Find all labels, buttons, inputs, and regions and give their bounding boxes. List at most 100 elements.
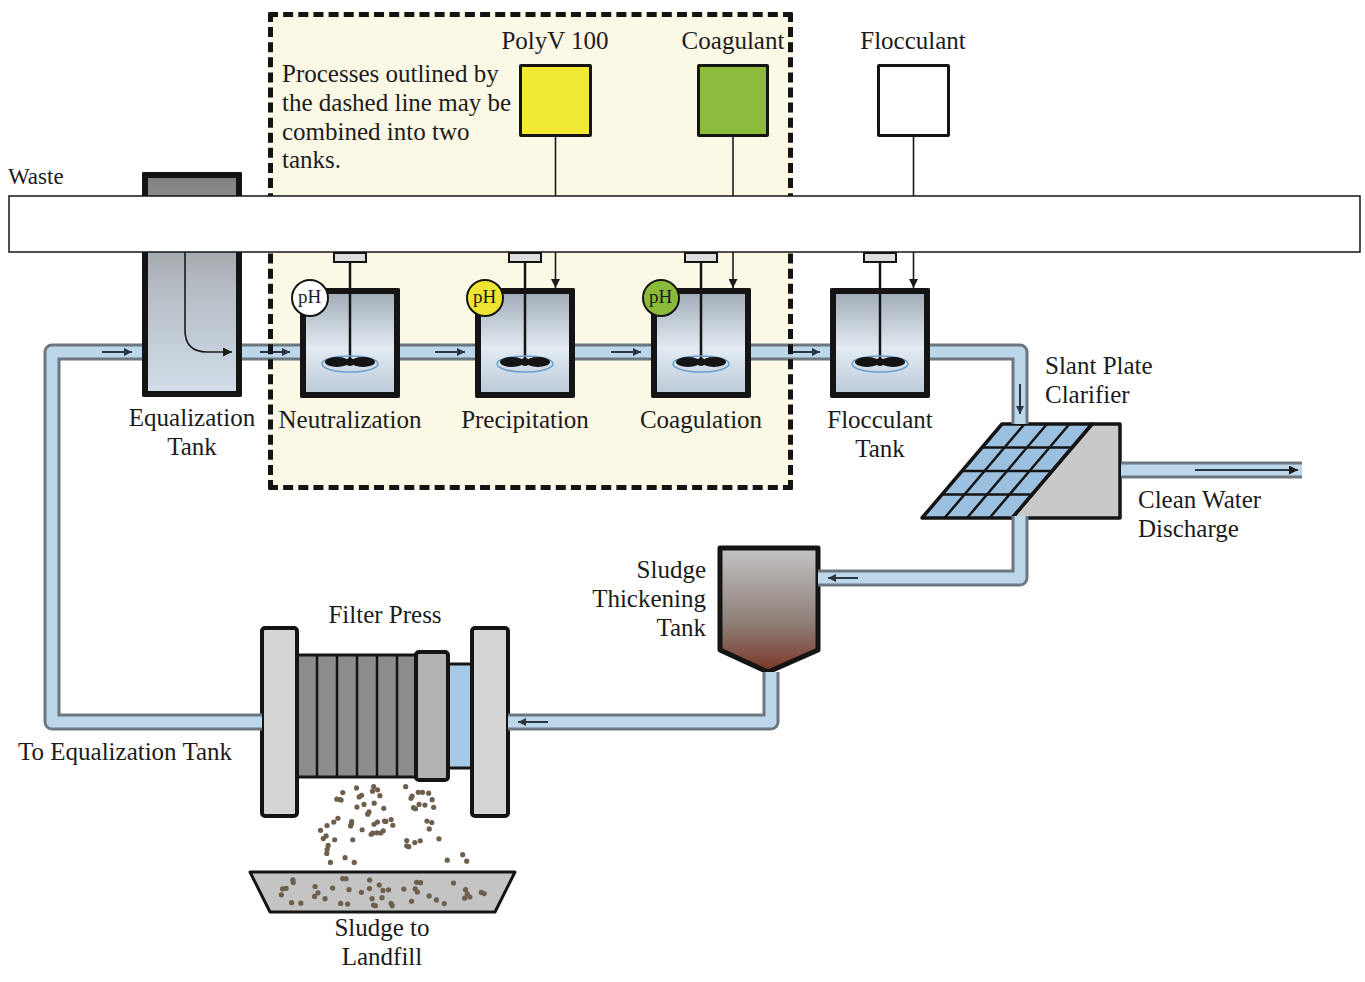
sludge-particles-part — [413, 886, 418, 891]
sludge-particles-part — [359, 890, 364, 895]
sludge-particles-part — [422, 802, 427, 807]
mixer-part — [497, 356, 553, 372]
sludge-particles-part — [298, 901, 303, 906]
sludge-particles-part — [429, 820, 434, 825]
sludge-particles-part — [427, 826, 432, 831]
sludge-particles-part — [386, 887, 391, 892]
sludge-particles-part — [403, 784, 408, 789]
mixer-part — [879, 262, 882, 362]
sludge-particles-part — [420, 790, 425, 795]
pipe-water — [400, 347, 475, 358]
pipe-water — [818, 516, 1020, 578]
pipe-wall — [818, 516, 1020, 578]
sludge-particles-part — [379, 895, 384, 900]
sludge-particles-part — [357, 794, 362, 799]
sludge-particles-part — [354, 785, 359, 790]
sludge-particles-part — [377, 882, 382, 887]
mixer-part — [864, 253, 896, 262]
mixer-part — [322, 356, 378, 372]
landfill-tray: Sludge to Landfill — [250, 872, 515, 912]
chemical-feed-box: Coagulant — [697, 64, 769, 137]
pipe-wall — [575, 344, 651, 361]
sludge-particles-part — [411, 805, 416, 810]
sludge-particles-part — [367, 886, 372, 891]
sludge-particles-part — [371, 822, 376, 827]
mixer-part — [351, 357, 375, 367]
sludge-particles-part — [465, 891, 470, 896]
sludge-particles-part — [352, 860, 357, 865]
sludge-particles-part — [331, 819, 336, 824]
sludge-particles-part — [418, 838, 423, 843]
sludge-particles-part — [445, 858, 450, 863]
mixer-part — [676, 357, 700, 367]
filter-press-part — [262, 628, 297, 816]
sludge-particles-part — [312, 884, 317, 889]
unit-label: Coagulation — [616, 406, 786, 435]
sludge-particles-part — [349, 821, 354, 826]
sludge-particles-part — [328, 860, 333, 865]
mixer-part — [521, 358, 529, 366]
pipe-wall — [400, 344, 475, 361]
flow-arrow — [260, 351, 290, 353]
unit-label: Equalization Tank — [117, 404, 267, 462]
mixer-part — [526, 357, 550, 367]
sludge-particles-part — [345, 901, 350, 906]
pipe-connector — [575, 352, 651, 353]
sludge-thickener — [720, 548, 818, 672]
unit-label: Slant Plate Clarifier — [1045, 352, 1175, 410]
ph-probe: pH — [466, 279, 504, 317]
sludge-particles-part — [430, 797, 435, 802]
mixer-part — [500, 357, 524, 367]
sludge-particles-part — [390, 823, 395, 828]
sludge-particles-part — [361, 802, 366, 807]
flocculant-tank: Flocculant Tank — [830, 288, 930, 398]
unit-label: PolyV 100 — [485, 27, 625, 56]
sludge-particles-part — [424, 819, 429, 824]
sludge-particles-part — [366, 809, 371, 814]
sludge-particles-part — [404, 843, 409, 848]
clean-water-pipe — [1121, 470, 1302, 471]
sludge-particles-part — [434, 897, 439, 902]
filter-press-part — [448, 664, 472, 768]
sludge-particles-part — [369, 896, 374, 901]
unit-label: Filter Press — [305, 601, 465, 630]
mixer-part — [700, 262, 703, 362]
filter-press-part — [396, 655, 399, 777]
sludge-particles-part — [312, 894, 317, 899]
pipe-water — [508, 672, 771, 722]
mixer-part — [697, 358, 705, 366]
sludge-particles-part — [330, 885, 335, 890]
return-label: To Equalization Tank — [18, 738, 232, 767]
inlet-label: Waste — [8, 164, 64, 190]
ph-probe: pH — [642, 279, 680, 317]
probe-label: pH — [644, 286, 677, 308]
sludge-particles-part — [442, 901, 447, 906]
sludge-thickener-part — [720, 548, 818, 672]
mixing-tank: PrecipitationpH — [475, 288, 575, 398]
sludge-particles-part — [334, 797, 339, 802]
unit-label: Processes outlined by the dashed line ma… — [282, 60, 514, 175]
chemical-feed-box: Flocculant — [877, 64, 950, 137]
flow-arrow — [518, 721, 548, 723]
mixer-part — [349, 262, 352, 362]
mixer-part — [346, 358, 354, 366]
mixing-tank: NeutralizationpH — [300, 288, 400, 398]
filter-press — [262, 628, 508, 816]
flow-arrow — [611, 351, 641, 353]
mixer-part — [855, 357, 879, 367]
clarifier-part-part — [990, 424, 1070, 518]
sludge-particles-part — [325, 847, 330, 852]
sludge-particles-part — [426, 791, 431, 796]
sludge-particles-part — [371, 784, 376, 789]
pipe-wall — [930, 352, 1020, 424]
clarifier-part-part — [967, 424, 1047, 518]
pipe-connector — [818, 516, 1020, 578]
filter-press-part — [356, 655, 359, 777]
sludge-particles-part — [380, 888, 385, 893]
sludge-particles-part — [377, 793, 382, 798]
flow-arrow — [828, 577, 858, 579]
sludge-particles-part — [451, 880, 456, 885]
unit-label: Neutralization — [265, 406, 435, 435]
filter-press-part — [376, 655, 379, 777]
